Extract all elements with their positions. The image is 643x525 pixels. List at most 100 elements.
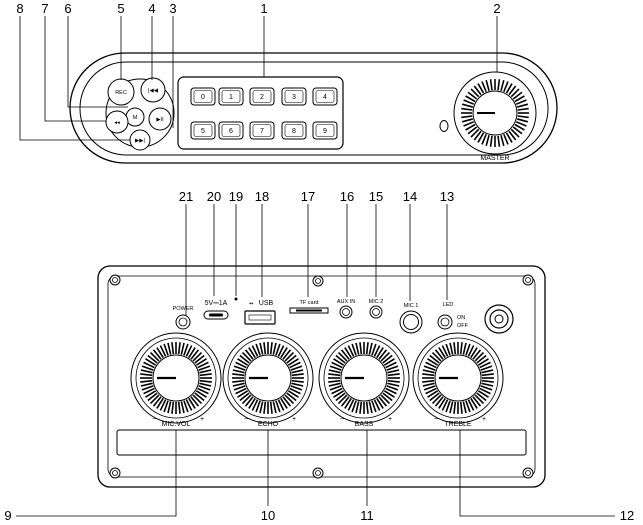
- screw-head: [315, 470, 321, 476]
- knob-grip-tooth: [199, 369, 212, 374]
- number-key-inner: [221, 90, 241, 103]
- knob-grip-tooth: [467, 91, 478, 100]
- number-key-label: 6: [229, 128, 233, 135]
- knob-grip-tooth: [140, 373, 153, 377]
- knob-grip-tooth: [328, 369, 341, 374]
- knob-grip-tooth: [387, 379, 400, 383]
- number-key[interactable]: [218, 87, 244, 106]
- knob-grip-tooth: [197, 387, 209, 395]
- knob-grip-tooth: [453, 401, 457, 414]
- knob-grip-tooth: [489, 79, 493, 91]
- knob-grip-tooth: [275, 343, 281, 356]
- knob-grip-tooth: [427, 390, 439, 398]
- knob-grip-tooth: [497, 79, 501, 91]
- knob-grip-tooth: [192, 394, 203, 405]
- knob-grip-tooth: [344, 397, 352, 409]
- knob-grip-tooth: [263, 401, 267, 414]
- knob-grip-tooth: [289, 387, 301, 395]
- knob-grip-tooth: [233, 385, 246, 391]
- number-key[interactable]: [249, 87, 275, 106]
- knob-grip-tooth: [477, 358, 489, 366]
- knob-grip-tooth: [344, 347, 352, 359]
- screw-head: [112, 277, 118, 283]
- knob-grip-tooth: [505, 83, 513, 94]
- knob-grip-tooth: [359, 342, 363, 355]
- knob-grip-tooth: [286, 392, 297, 402]
- aux-label: AUX IN: [337, 299, 355, 305]
- knob-label: MIC.VOL: [162, 421, 191, 428]
- knob-grip-tooth: [449, 342, 454, 355]
- knob-grip-tooth: [329, 365, 342, 371]
- knob-grip-tooth: [248, 347, 256, 359]
- knob-grip-tooth: [232, 379, 245, 383]
- knob-grip-tooth: [171, 401, 175, 414]
- knob-grip-tooth: [472, 349, 482, 360]
- callout-13: 13: [440, 189, 454, 204]
- knob-grip-tooth: [387, 373, 400, 377]
- number-key[interactable]: [281, 121, 307, 140]
- knob-grip-tooth: [188, 347, 196, 359]
- knob-grip-tooth: [291, 382, 304, 387]
- knob-grip-tooth: [465, 343, 471, 356]
- knob-minus-label: −: [244, 416, 248, 423]
- screw-head: [525, 470, 531, 476]
- number-key[interactable]: [249, 121, 275, 140]
- knob-grip-tooth: [380, 394, 391, 405]
- play-pause-button[interactable]: [148, 107, 172, 131]
- knob-grip-tooth: [465, 95, 476, 103]
- knob-grip-tooth: [355, 342, 360, 355]
- knob-grip-tooth: [263, 342, 267, 355]
- screw-head: [112, 470, 118, 476]
- knob-grip-tooth: [476, 354, 487, 364]
- echo-knob[interactable]: ECHO−+: [222, 332, 314, 428]
- callout-4: 4: [148, 1, 155, 16]
- knob-grip-tooth: [351, 343, 357, 356]
- knob-grip-tooth: [188, 397, 196, 409]
- knob-grip-tooth: [500, 79, 505, 91]
- knob-grip-tooth: [515, 99, 527, 105]
- knob-grip-tooth: [465, 400, 471, 413]
- knob-grip-tooth: [503, 133, 509, 145]
- knob-grip-tooth: [368, 342, 373, 355]
- eq-button[interactable]: [105, 110, 129, 134]
- number-key[interactable]: [312, 87, 338, 106]
- knob-grip-tooth: [255, 343, 261, 356]
- number-key-label: 2: [260, 94, 264, 101]
- knob-grip-tooth: [284, 394, 295, 405]
- knob-grip-tooth: [199, 379, 212, 383]
- knob-grip-tooth: [198, 385, 211, 391]
- top-panel-inner: [79, 61, 549, 156]
- callout-3: 3: [169, 1, 176, 16]
- treble-knob[interactable]: TREBLE−+: [412, 332, 504, 428]
- knob-grip-tooth: [465, 123, 476, 131]
- knob-grip-tooth: [329, 385, 342, 391]
- knob-grip-tooth: [152, 396, 162, 407]
- number-key-inner: [284, 90, 304, 103]
- knob-grip-tooth: [481, 133, 487, 145]
- callout-16: 16: [340, 189, 354, 204]
- bass-knob[interactable]: BASS−+: [318, 332, 410, 428]
- knob-grip-tooth: [462, 342, 467, 355]
- knob-grip-tooth: [470, 347, 478, 359]
- number-key[interactable]: [312, 121, 338, 140]
- top-callouts: 1 2 3 4 5 6 7 8: [16, 1, 501, 141]
- mic-vol-knob[interactable]: MIC.VOL−+: [130, 332, 222, 428]
- number-key[interactable]: [190, 87, 216, 106]
- number-key[interactable]: [281, 87, 307, 106]
- knob-grip-tooth: [438, 397, 446, 409]
- knob-grip-tooth: [355, 401, 360, 414]
- number-key[interactable]: [190, 121, 216, 140]
- knob-grip-tooth: [472, 396, 482, 407]
- number-key[interactable]: [218, 121, 244, 140]
- knob-grip-tooth: [152, 349, 162, 360]
- prev-button[interactable]: [140, 77, 166, 103]
- knob-grip-tooth: [280, 397, 288, 409]
- callout-18: 18: [255, 189, 269, 204]
- knob-grip-tooth: [237, 358, 249, 366]
- knob-grip-tooth: [232, 382, 245, 387]
- knob-grip-tooth: [195, 390, 207, 398]
- knob-grip-tooth: [251, 345, 259, 357]
- knob-grip-tooth: [269, 401, 273, 414]
- master-knob[interactable]: MASTER: [453, 71, 537, 162]
